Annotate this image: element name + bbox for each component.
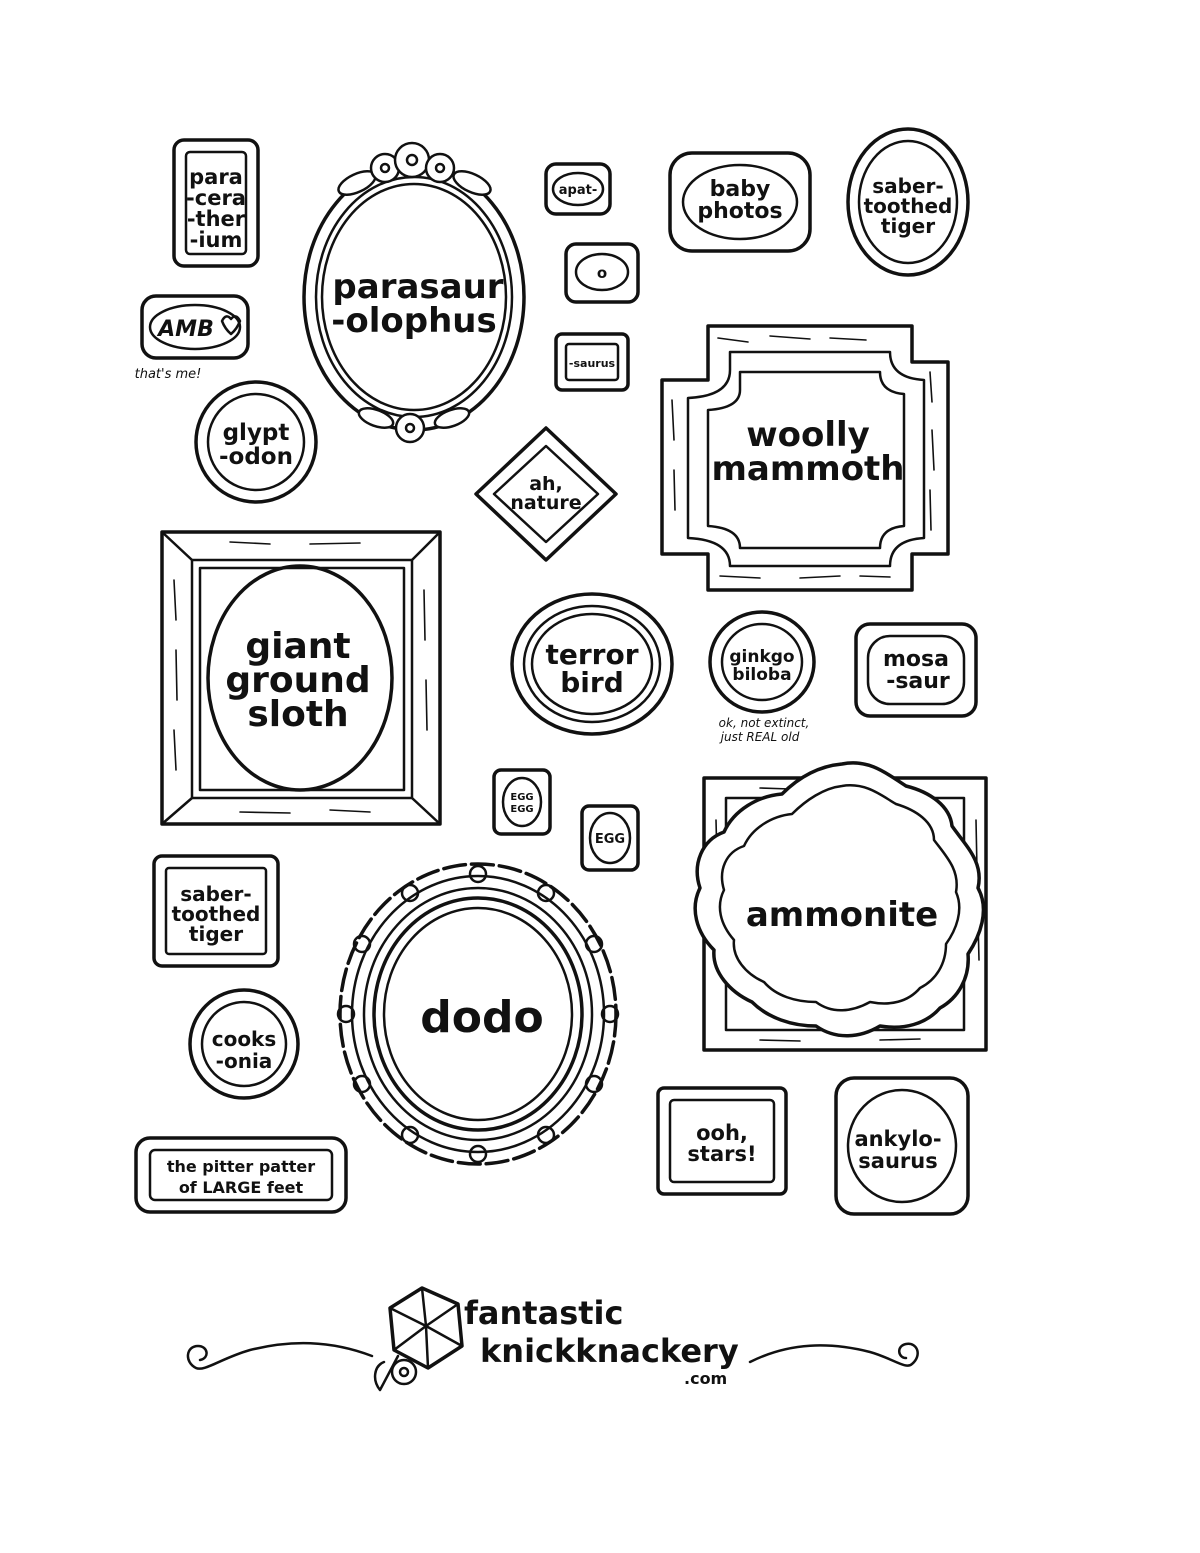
label-glyptodon-1: glypt xyxy=(223,420,290,446)
label-pitter-patter-1: the pitter patter xyxy=(167,1157,315,1176)
label-paraceratherium-3: -ther xyxy=(187,207,246,231)
label-giant-ground-sloth-2: ground xyxy=(225,660,370,701)
label-saber-bottom-3: tiger xyxy=(189,922,243,946)
label-ammonite: ammonite xyxy=(746,895,938,935)
brand-line-1: fantastic xyxy=(464,1294,623,1332)
frame-dodo: dodo xyxy=(336,862,620,1166)
frame-cooksonia: cooks -onia xyxy=(188,988,300,1100)
label-paraceratherium-2: -cera xyxy=(186,186,246,210)
label-glyptodon-2: -odon xyxy=(219,444,293,470)
note-ginkgo-2: just REAL old xyxy=(719,730,800,744)
brand-logo: fantastic knickknackery .com xyxy=(186,1286,919,1392)
note-ginkgo-1: ok, not extinct, xyxy=(719,716,810,730)
frame-apat: apat- xyxy=(544,162,612,216)
flower-cluster-top-icon xyxy=(337,141,492,196)
note-amb: that's me! xyxy=(135,367,202,382)
scallop-ring xyxy=(336,862,620,1166)
label-parasaurolophus-2: -olophus xyxy=(331,301,496,341)
label-woolly-mammoth-2: mammoth xyxy=(711,449,904,489)
label-ginkgo-1: ginkgo xyxy=(729,647,794,667)
label-apat: apat- xyxy=(559,183,597,198)
label-saber-top-2: toothed xyxy=(864,194,953,218)
label-ah-nature-1: ah, xyxy=(529,473,563,495)
label-egg: EGG xyxy=(595,832,625,847)
frame-ginkgo-biloba: ginkgo biloba ok, not extinct, just REAL… xyxy=(708,610,816,744)
label-o: o xyxy=(597,264,607,282)
frame-saber-top: saber- toothed tiger xyxy=(846,127,970,277)
frame-ooh-stars: ooh, stars! xyxy=(656,1086,788,1196)
label-mosasaur-2: -saur xyxy=(886,669,950,694)
frame-saurus: -saurus xyxy=(554,332,630,392)
brand-line-2: knickknackery xyxy=(480,1332,739,1370)
label-giant-ground-sloth-3: sloth xyxy=(247,694,348,735)
frame-woolly-mammoth: woolly mammoth xyxy=(660,324,950,592)
label-egg-egg-2: EGG xyxy=(510,804,533,815)
frame-ankylosaurus: ankylo- saurus xyxy=(834,1076,970,1216)
label-saber-top-1: saber- xyxy=(872,174,943,198)
label-terror-bird-2: bird xyxy=(560,666,624,699)
label-saber-top-3: tiger xyxy=(881,214,935,238)
label-cooksonia-1: cooks xyxy=(212,1027,277,1051)
label-baby-photos-2: photos xyxy=(697,199,782,224)
label-amb: AMB xyxy=(156,317,214,342)
heart-icon xyxy=(220,315,242,336)
brand-line-3: .com xyxy=(684,1369,727,1388)
right-swirl-icon xyxy=(748,1342,919,1367)
frame-ah-nature: ah, nature xyxy=(474,426,618,562)
frame-ammonite: ammonite xyxy=(693,761,988,1052)
frame-pitter-patter: the pitter patter of LARGE feet xyxy=(134,1136,348,1214)
label-egg-egg-1: EGG xyxy=(510,792,533,803)
label-ankylosaurus-1: ankylo- xyxy=(854,1127,941,1151)
frame-giant-ground-sloth: giant ground sloth xyxy=(160,530,442,826)
frame-saber-bottom: saber- toothed tiger xyxy=(152,854,280,968)
label-paraceratherium-4: -ium xyxy=(190,228,243,252)
flower-cluster-bottom-icon xyxy=(357,407,471,444)
d20-dice-with-flower-icon xyxy=(373,1286,464,1392)
label-paraceratherium-1: para xyxy=(189,165,243,189)
left-swirl-icon xyxy=(186,1341,374,1370)
label-cooksonia-2: -onia xyxy=(216,1049,273,1073)
label-giant-ground-sloth-1: giant xyxy=(245,626,350,667)
label-ankylosaurus-2: saurus xyxy=(858,1149,937,1173)
label-woolly-mammoth-1: woolly xyxy=(746,415,870,455)
label-saurus: -saurus xyxy=(569,357,616,370)
frame-egg-egg: EGG EGG xyxy=(492,768,552,836)
label-ooh-stars-2: stars! xyxy=(687,1142,756,1166)
frame-o: o xyxy=(564,242,640,304)
label-saber-bottom-1: saber- xyxy=(180,882,251,906)
frame-parasaurolophus: parasaur -olophus xyxy=(302,141,526,444)
frame-mosasaur: mosa -saur xyxy=(854,622,978,718)
label-pitter-patter-2: of LARGE feet xyxy=(179,1178,304,1197)
frame-egg: EGG xyxy=(580,804,640,872)
label-terror-bird-1: terror xyxy=(545,638,638,671)
label-baby-photos-1: baby xyxy=(710,177,771,202)
frame-paraceratherium: para -cera -ther -ium xyxy=(172,138,260,268)
frame-terror-bird: terror bird xyxy=(510,592,674,736)
label-ooh-stars-1: ooh, xyxy=(696,1121,748,1145)
label-dodo: dodo xyxy=(420,992,543,1043)
frame-baby-photos: baby photos xyxy=(668,151,812,253)
label-ginkgo-2: biloba xyxy=(732,665,791,685)
frame-glyptodon: glypt -odon xyxy=(194,380,318,504)
label-parasaurolophus-1: parasaur xyxy=(332,267,503,307)
label-ah-nature-2: nature xyxy=(510,492,581,514)
frame-amb: AMB that's me! xyxy=(135,294,250,382)
label-mosasaur-1: mosa xyxy=(883,647,949,672)
label-saber-bottom-2: toothed xyxy=(172,902,261,926)
